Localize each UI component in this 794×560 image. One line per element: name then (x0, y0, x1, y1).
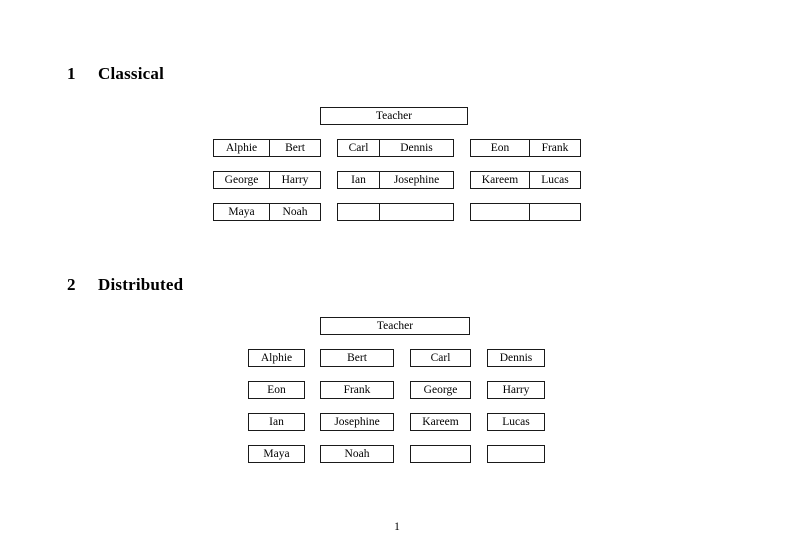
distributed-box: George (410, 381, 471, 399)
page-number: 1 (394, 521, 400, 533)
distributed-box: Carl (410, 349, 471, 367)
distributed-box: Noah (320, 445, 394, 463)
table-cell: Kareem (481, 174, 519, 186)
classical-group-1-row-2: George Harry (213, 171, 321, 189)
classical-group-1-row-3: Maya Noah (213, 203, 321, 221)
distributed-box: Alphie (248, 349, 305, 367)
distributed-box: Harry (487, 381, 545, 399)
distributed-box-empty (410, 445, 471, 463)
table-cell: Harry (269, 172, 320, 188)
table-cell-empty (529, 204, 580, 220)
distributed-box: Eon (248, 381, 305, 399)
distributed-teacher-box: Teacher (320, 317, 470, 335)
table-cell: Frank (529, 140, 580, 156)
table-cell: Josephine (379, 172, 453, 188)
classical-group-3-row-2: Kareem Lucas (470, 171, 581, 189)
distributed-box: Bert (320, 349, 394, 367)
section-number: 2 (67, 275, 76, 294)
classical-group-1-row-1: Alphie Bert (213, 139, 321, 157)
classical-teacher-box: Teacher (320, 107, 468, 125)
table-cell: Dennis (379, 140, 453, 156)
distributed-box: Ian (248, 413, 305, 431)
section-heading-distributed: 2 Distributed (67, 275, 183, 295)
table-cell: George (224, 174, 259, 186)
section-title: Classical (98, 64, 165, 83)
distributed-box: Josephine (320, 413, 394, 431)
table-cell: Eon (490, 142, 510, 154)
table-cell: Carl (348, 142, 369, 154)
classical-group-3-row-3 (470, 203, 581, 221)
distributed-box: Frank (320, 381, 394, 399)
table-cell: Alphie (225, 142, 258, 154)
table-cell: Bert (269, 140, 320, 156)
section-number: 1 (67, 64, 76, 83)
table-cell-empty (338, 204, 379, 220)
classical-group-2-row-1: Carl Dennis (337, 139, 454, 157)
distributed-box: Kareem (410, 413, 471, 431)
section-title: Distributed (98, 275, 184, 294)
table-cell: Ian (351, 174, 366, 186)
classical-group-2-row-3 (337, 203, 454, 221)
table-cell-empty (379, 204, 453, 220)
distributed-box: Dennis (487, 349, 545, 367)
distributed-box: Maya (248, 445, 305, 463)
table-cell: Maya (228, 206, 255, 218)
table-cell: Lucas (529, 172, 580, 188)
classical-group-2-row-2: Ian Josephine (337, 171, 454, 189)
distributed-box: Lucas (487, 413, 545, 431)
table-cell: Noah (269, 204, 320, 220)
classical-group-3-row-1: Eon Frank (470, 139, 581, 157)
table-cell-empty (471, 204, 529, 220)
distributed-box-empty (487, 445, 545, 463)
section-heading-classical: 1 Classical (67, 64, 164, 84)
